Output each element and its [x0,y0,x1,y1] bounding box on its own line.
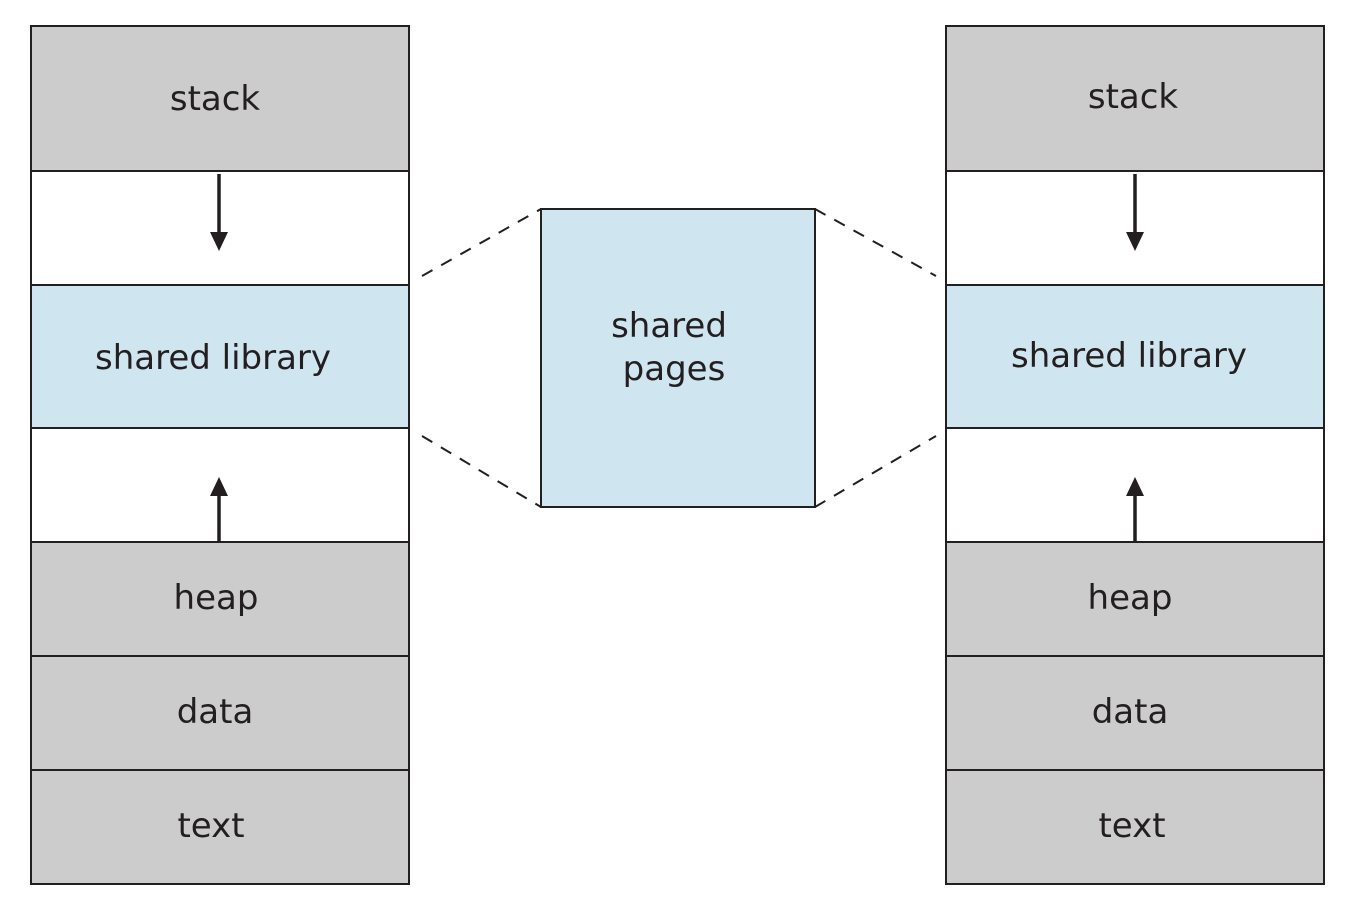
left-stack-label: stack [170,79,261,119]
right-text-region [945,769,1325,885]
left-text-label: text [177,806,244,846]
left-data-label: data [177,692,254,732]
left-bottom-mapping-line [421,435,542,508]
right-stack-label: stack [1088,77,1179,117]
right-stack-down-arrow-icon [1126,174,1144,251]
left-shared-library-label: shared library [95,338,331,378]
right-data-label: data [1092,692,1169,732]
shared-pages-region [540,208,816,508]
right-text-label: text [1098,806,1165,846]
shared-pages-label-line2: pages [623,349,726,389]
shared-pages-block: shared pages [540,208,816,508]
right-heap-up-arrow-icon [1126,477,1144,542]
left-heap-label: heap [174,578,259,618]
left-data-region [30,655,410,771]
shared-pages-label-line1: shared [611,306,727,346]
right-bottom-mapping-line [814,435,937,508]
left-stack-down-arrow-icon [210,174,228,251]
right-shared-library-label: shared library [1011,336,1247,376]
left-heap-up-arrow-icon [210,477,228,542]
left-text-region [30,769,410,885]
left-address-space: stack shared library heap data text [30,25,410,885]
right-heap-region [945,541,1325,657]
right-heap-label: heap [1088,578,1173,618]
left-heap-region [30,541,410,657]
right-shared-library-region [945,284,1325,429]
left-shared-library-region [30,284,410,429]
right-address-space: stack shared library heap data text [945,25,1325,885]
left-top-mapping-line [421,208,542,277]
right-data-region [945,655,1325,771]
mapping-lines [421,208,937,508]
left-stack-region [30,25,410,172]
right-top-mapping-line [814,208,937,277]
